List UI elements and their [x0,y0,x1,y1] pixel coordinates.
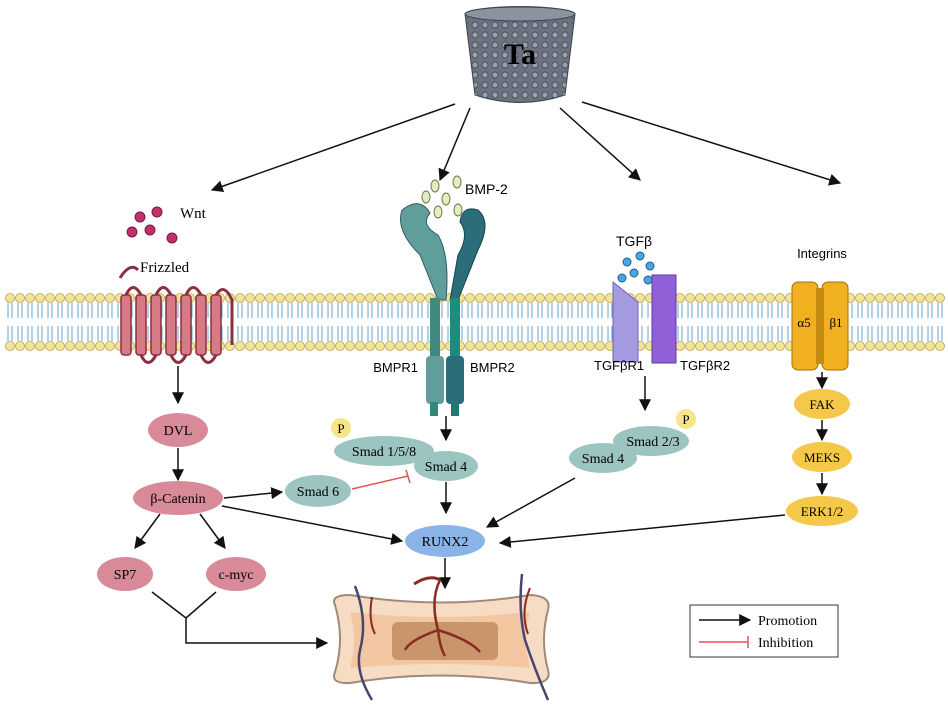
node-dvl-label: DVL [164,424,193,439]
arrow-erk-to-runx2 [498,514,786,548]
bmp-phospho: P [331,418,351,438]
tgfbr1-label: TGFβR1 [594,358,644,373]
ta-label: Ta [504,38,536,71]
beta1-label: β1 [829,315,842,330]
node-beta-catenin: β-Catenin [133,481,223,515]
node-sp7-label: SP7 [114,568,137,583]
tgfbr2-receptor [651,274,677,364]
tgfbr1-receptor [612,280,639,363]
bmpr1-receptor [400,203,448,416]
frizzled-receptor [118,265,234,364]
arrow-catenin-to-sp7 [134,513,161,549]
node-cmyc: c-myc [206,557,266,591]
node-smad6: Smad 6 [285,475,351,507]
node-smad4-bmp: Smad 4 [414,451,478,481]
arrow-smad-tgf-to-runx2 [485,477,576,528]
tgfbr2-label: TGFβR2 [680,358,730,373]
bmpr2-receptor [446,208,486,416]
arrow-catenin-to-runx2 [221,505,404,545]
arrow-ta-to-integrin [581,101,842,186]
node-runx2: RUNX2 [405,525,485,557]
legend-promotion-label: Promotion [758,614,817,629]
ta-scaffold: Ta [464,6,576,103]
node-beta-catenin-label: β-Catenin [150,492,205,507]
ta-arrows [210,101,842,193]
inhibition-smad6-to-smad4 [351,469,411,490]
node-cmyc-label: c-myc [219,568,254,583]
arrow-ta-to-wnt [210,103,456,193]
node-smad4-bmp-label: Smad 4 [425,460,467,475]
arrow-ta-to-bmp [438,107,471,182]
node-erk12: ERK1/2 [786,496,858,526]
legend: Promotion Inhibition [689,604,839,658]
arrow-catenin-to-cmyc [199,513,226,549]
node-fak: FAK [794,389,850,419]
node-smad23: Smad 2/3 [613,426,689,456]
node-smad4-tgf-label: Smad 4 [582,452,624,467]
node-runx2-label: RUNX2 [422,535,469,550]
bmp2-ligand [421,175,463,219]
alpha5-label: α5 [797,315,810,330]
node-smad158-label: Smad 1/5/8 [352,445,416,460]
node-dvl: DVL [148,413,208,447]
integrin-receptor [791,281,849,371]
wnt-ligand [126,206,178,244]
bone-graphic [333,573,550,701]
node-meks: MEKS [792,442,852,472]
wnt-label: Wnt [180,206,207,222]
bmpr1-label: BMPR1 [373,360,418,375]
node-sp7: SP7 [97,557,153,591]
frizzled-label: Frizzled [140,260,190,276]
node-smad158: Smad 1/5/8 [334,436,434,466]
tgf-phospho-label: P [682,412,689,427]
tgfb-label: TGFβ [616,233,652,249]
bmpr2-label: BMPR2 [470,360,515,375]
bmp2-label: BMP-2 [465,181,508,197]
arrow-catenin-to-smad6 [223,487,284,500]
node-meks-label: MEKS [804,450,840,465]
tgfb-ligand [617,251,655,285]
node-smad23-label: Smad 2/3 [626,435,679,450]
legend-inhibition-label: Inhibition [758,636,813,651]
node-smad4-tgf: Smad 4 [569,443,637,473]
bmp-phospho-label: P [337,421,344,436]
arrow-ta-to-tgf [559,107,641,181]
connector-sp7-cmyc-to-bone [151,591,327,643]
integrins-label: Integrins [797,246,847,261]
node-fak-label: FAK [809,397,835,412]
tgf-phospho: P [676,409,696,429]
node-erk12-label: ERK1/2 [801,504,844,519]
node-smad6-label: Smad 6 [297,485,339,500]
